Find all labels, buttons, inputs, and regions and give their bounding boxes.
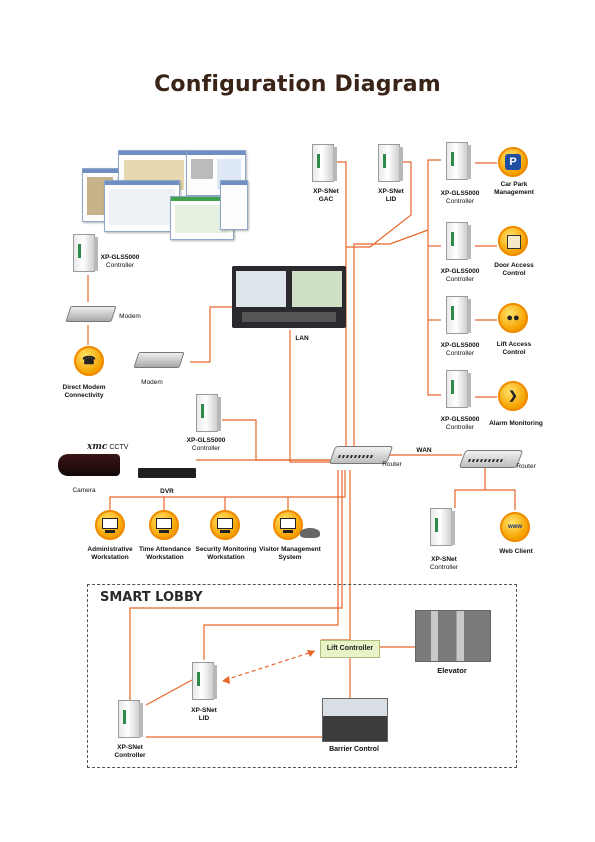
router-1-label: Router xyxy=(382,461,402,468)
link-lobby-2 xyxy=(129,470,343,700)
dvr-label: DVR xyxy=(160,488,174,495)
modem-1-label: Modem xyxy=(119,313,141,320)
link-workstation-top xyxy=(190,306,232,363)
smart-lobby-title: SMART LOBBY xyxy=(100,590,203,605)
link-lid-top xyxy=(346,161,412,248)
controller-cabinet-1 xyxy=(446,142,471,180)
workstation-icon xyxy=(273,510,303,540)
modem-device-2 xyxy=(133,352,185,368)
alarm-label: Alarm Monitoring xyxy=(489,420,543,427)
arrowhead-left xyxy=(222,676,230,684)
link-ws-bus xyxy=(109,470,346,512)
link-lobby-3 xyxy=(203,470,339,660)
lift-controller: Lift Controller xyxy=(320,640,380,658)
link-wan-down xyxy=(454,468,486,508)
controller-cabinet-gac xyxy=(312,144,337,182)
link-web xyxy=(485,489,516,510)
alarm-icon: ❯ xyxy=(498,381,528,411)
controller-cabinet-3 xyxy=(446,296,471,334)
wan-label: WAN xyxy=(416,447,432,454)
workstation-icon xyxy=(95,510,125,540)
car-park-icon: P xyxy=(498,147,528,177)
controller-cabinet-2 xyxy=(446,222,471,260)
controller-cabinet-4 xyxy=(446,370,471,408)
controller-cabinet-left xyxy=(73,234,98,272)
phone-icon: ☎ xyxy=(74,346,104,376)
controller-cabinet-lobby-lid xyxy=(192,662,217,700)
workstation-monitors xyxy=(232,266,346,328)
router-2-label: Router xyxy=(516,463,536,470)
web-client-icon: www xyxy=(500,512,530,542)
workstation-icon xyxy=(210,510,240,540)
link-ctrlmid xyxy=(222,419,330,461)
link-gac xyxy=(336,161,347,452)
elevator-photo xyxy=(415,610,491,662)
controller-cabinet-lid xyxy=(378,144,403,182)
dvr-device xyxy=(138,468,196,478)
link-lid-controller xyxy=(145,679,193,706)
screenshot-window xyxy=(104,180,180,232)
modem-device-1 xyxy=(65,306,117,322)
web-client-label: Web Client xyxy=(499,548,533,555)
router-device-2 xyxy=(458,450,524,468)
camera-label: Camera xyxy=(72,487,96,494)
link-right-backbone xyxy=(427,159,441,396)
barrier-label: Barrier Control xyxy=(329,746,379,753)
controller-cabinet-lobby xyxy=(118,700,143,738)
workstation-icon xyxy=(149,510,179,540)
page-title: Configuration Diagram xyxy=(154,72,441,97)
controller-cabinet-mid xyxy=(196,394,221,432)
link-lan xyxy=(289,330,340,463)
barrier-photo xyxy=(322,698,388,742)
arrowhead-right xyxy=(307,650,315,657)
card-reader-icon xyxy=(300,528,320,538)
link-right-to-router xyxy=(353,229,429,452)
cctv-brand: xmc CCTV xyxy=(87,442,129,452)
screenshot-window xyxy=(220,180,248,230)
controller-cabinet-wan xyxy=(430,508,455,546)
lift-access-icon: ●● xyxy=(498,303,528,333)
smart-lobby-area xyxy=(87,584,517,768)
elevator-label: Elevator xyxy=(437,666,467,675)
modem-2-label: Modem xyxy=(141,379,163,386)
lan-label: LAN xyxy=(295,335,309,342)
link-wireless xyxy=(224,650,316,681)
cctv-label: CCTV xyxy=(109,444,129,451)
camera-icon xyxy=(58,454,120,476)
software-screenshots xyxy=(80,150,248,240)
door-access-icon xyxy=(498,226,528,256)
